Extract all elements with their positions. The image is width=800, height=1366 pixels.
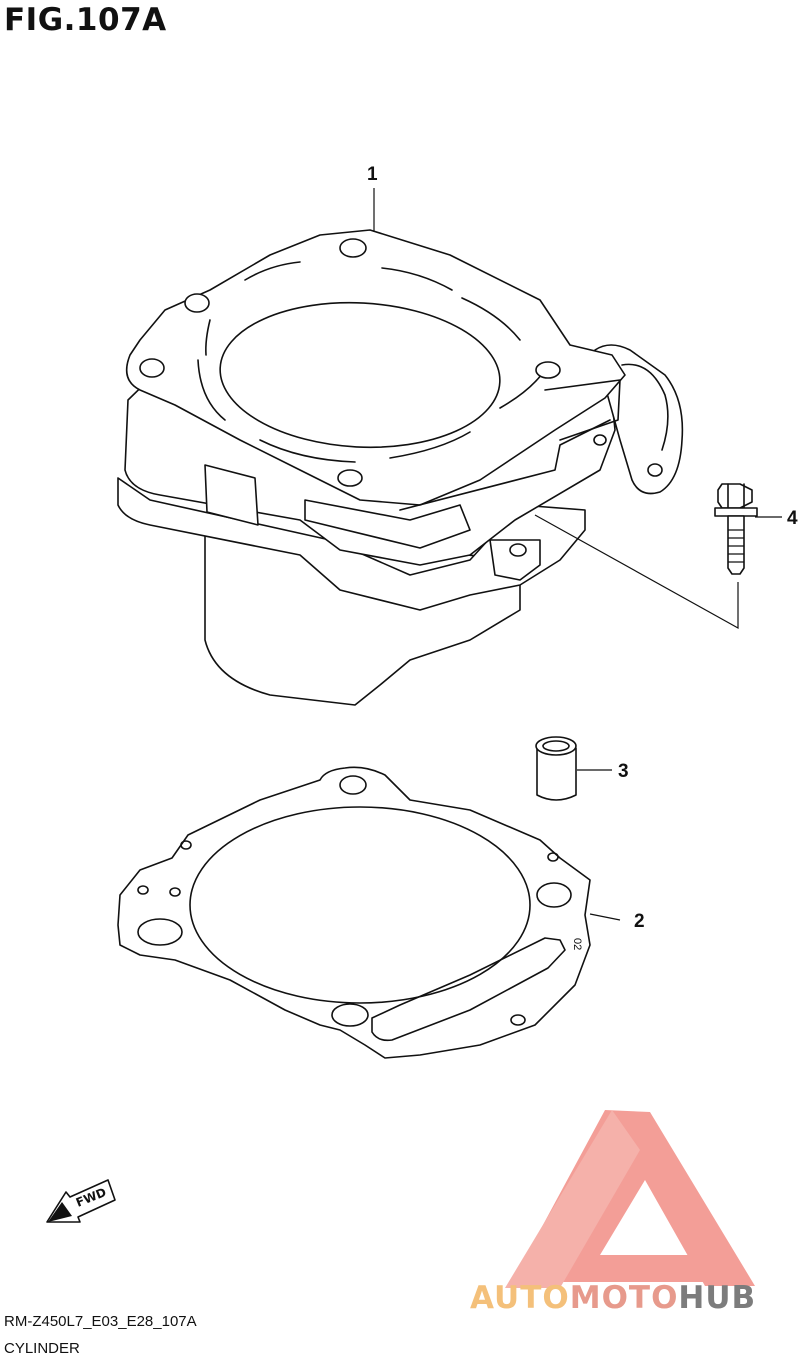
watermark-moto: MOTO [569,1280,679,1316]
cylinder-part[interactable] [117,229,684,706]
watermark-text: AUTOMOTOHUB [470,1280,756,1316]
model-code: RM-Z450L7_E03_E28_107A [4,1313,197,1330]
callout-4: 4 [787,508,798,529]
callout-1: 1 [367,164,378,185]
leader-lines [373,188,782,921]
callout-2: 2 [634,911,645,932]
cylinder-gasket-part[interactable]: 02 [117,766,591,1059]
callout-3: 3 [618,761,629,782]
section-name: CYLINDER [4,1340,80,1357]
flange-bolt-part[interactable] [714,483,758,575]
svg-text:02: 02 [571,938,583,950]
automotohub-logo [505,1110,755,1288]
figure-title: FIG.107A [4,2,167,38]
watermark-hub: HUB [678,1280,757,1316]
dowel-pin-part[interactable] [535,736,577,801]
fwd-arrow-icon: FWD [46,1179,116,1223]
watermark-auto: AUTO [470,1280,570,1316]
